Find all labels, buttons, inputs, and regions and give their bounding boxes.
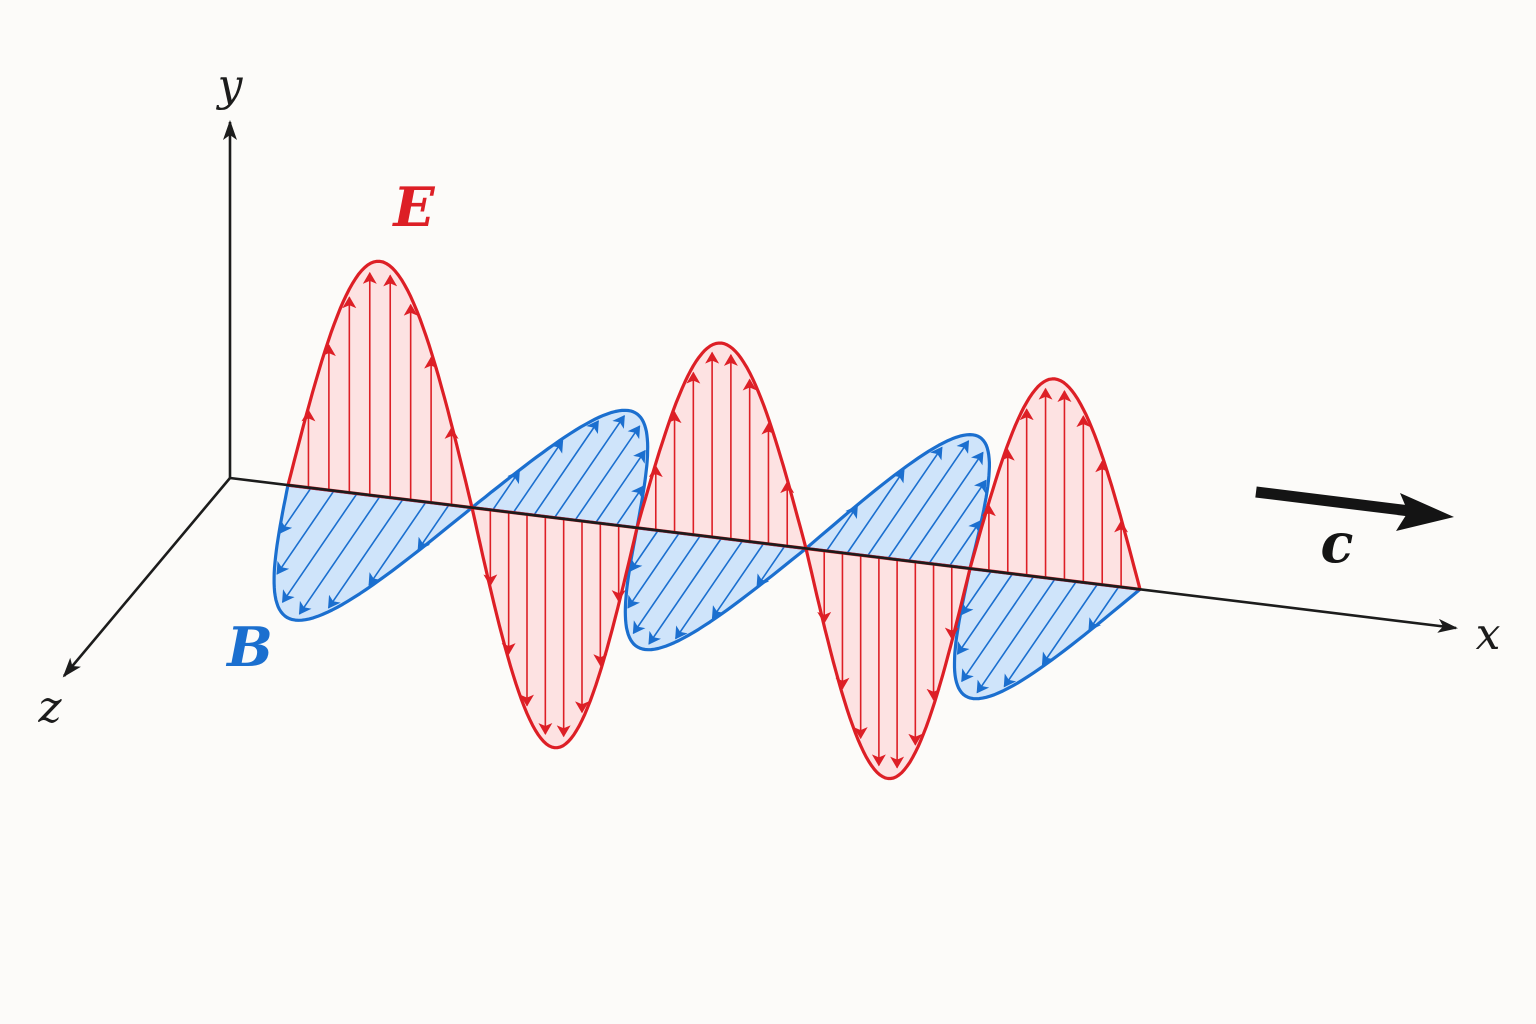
electric-lobe bbox=[804, 546, 972, 781]
magnetic-lobe-outline bbox=[952, 566, 1142, 701]
magnetic-field-vector bbox=[1088, 586, 1120, 632]
magnetic-field-vector bbox=[956, 573, 1014, 655]
electric-field-wave bbox=[286, 259, 1142, 781]
magnetic-lobe bbox=[804, 433, 991, 571]
magnetic-field-vector bbox=[491, 470, 520, 511]
magnetic-field-label: B bbox=[225, 615, 273, 679]
electric-lobe-outline bbox=[286, 259, 474, 510]
x-axis bbox=[229, 476, 1458, 633]
magnetic-field-vector bbox=[368, 501, 427, 586]
magnetic-field-vector bbox=[976, 578, 1056, 694]
magnetic-field-vector bbox=[298, 495, 381, 615]
magnetic-field-vector bbox=[648, 537, 723, 645]
x-axis-label: x bbox=[1476, 609, 1501, 660]
magnetic-field-vector bbox=[629, 529, 659, 572]
propagation-arrow-icon bbox=[1255, 486, 1454, 531]
magnetic-lobe bbox=[272, 483, 474, 622]
magnetic-field-vector bbox=[675, 540, 744, 640]
magnetic-field-vector bbox=[512, 439, 564, 514]
magnetic-field-vector bbox=[279, 487, 312, 534]
magnetic-field-vector bbox=[825, 505, 858, 552]
electric-lobe bbox=[470, 506, 639, 750]
electric-lobe bbox=[968, 377, 1142, 591]
electric-lobe bbox=[635, 341, 808, 551]
magnetic-lobe-outline bbox=[470, 408, 650, 530]
magnetic-lobe bbox=[470, 408, 650, 530]
magnetic-field-vector bbox=[533, 420, 599, 516]
magnetic-field-vector bbox=[928, 479, 987, 564]
magnetic-field-vector bbox=[907, 451, 984, 562]
magnetic-lobe bbox=[623, 526, 808, 652]
y-axis-label: y bbox=[216, 60, 244, 111]
electric-lobe-outline bbox=[968, 377, 1142, 591]
magnetic-field-vector bbox=[574, 425, 641, 521]
magnetic-lobe-outline bbox=[272, 483, 474, 622]
magnetic-field-vector bbox=[887, 440, 970, 559]
magnetic-field-vector bbox=[711, 542, 765, 619]
propagation-speed-label: c bbox=[1321, 511, 1354, 575]
magnetic-field-vector bbox=[595, 449, 646, 524]
magnetic-field-vector bbox=[1041, 583, 1099, 666]
electric-field-label: E bbox=[391, 175, 435, 239]
z-axis-label: z bbox=[37, 682, 62, 733]
magnetic-field-vector bbox=[632, 535, 702, 635]
magnetic-field-vector bbox=[553, 414, 625, 519]
magnetic-field-vector bbox=[960, 570, 992, 616]
magnetic-field-vector bbox=[627, 532, 680, 609]
magnetic-lobe bbox=[952, 566, 1142, 701]
magnetic-field-wave bbox=[272, 408, 1142, 701]
magnetic-field-vector bbox=[281, 493, 358, 604]
magnetic-lobe-outline bbox=[623, 526, 808, 652]
magnetic-field-vector bbox=[276, 490, 335, 575]
electric-lobe-outline bbox=[804, 546, 972, 781]
magnetic-field-vector bbox=[756, 545, 786, 588]
magnetic-field-vector bbox=[961, 575, 1035, 683]
electric-lobe-outline bbox=[470, 506, 639, 750]
magnetic-field-vector bbox=[948, 520, 981, 567]
electric-lobe bbox=[286, 259, 474, 510]
z-axis bbox=[62, 477, 231, 678]
electric-lobe-outline bbox=[635, 341, 808, 551]
magnetic-field-vector bbox=[615, 485, 644, 526]
magnetic-field-vector bbox=[866, 446, 943, 557]
magnetic-field-vector bbox=[327, 498, 404, 609]
magnetic-field-vector bbox=[846, 469, 905, 554]
magnetic-field-vector bbox=[1003, 581, 1077, 688]
magnetic-field-vector bbox=[417, 504, 450, 551]
